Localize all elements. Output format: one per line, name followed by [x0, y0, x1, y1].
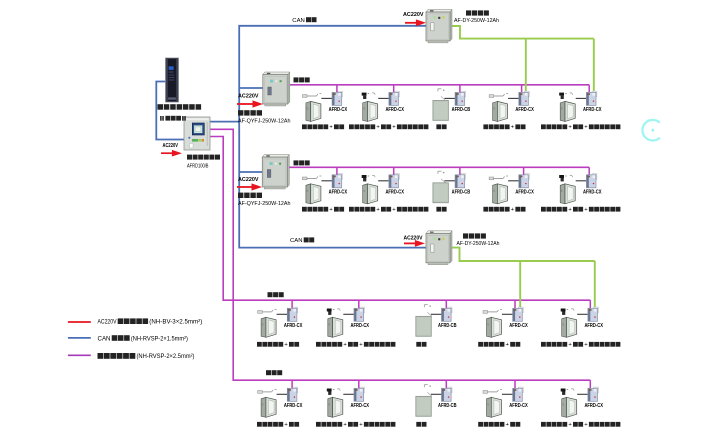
svg-text:AFRD-CX: AFRD-CX [509, 323, 528, 329]
svg-text:AFRD-CB: AFRD-CB [452, 189, 471, 195]
svg-text:AC220V: AC220V [238, 94, 259, 100]
svg-text:(NH-RVSP-2×1.5mm²): (NH-RVSP-2×1.5mm²) [131, 335, 188, 342]
svg-text:+: + [584, 125, 587, 131]
svg-text:+: + [392, 207, 395, 213]
svg-text:+: + [329, 207, 332, 213]
svg-text:+: + [376, 125, 379, 131]
svg-text:CAN: CAN [290, 238, 303, 244]
svg-text:+: + [284, 422, 287, 428]
svg-text:AF-QYFJ-250W-12Ah: AF-QYFJ-250W-12Ah [238, 201, 291, 207]
svg-text:CAN: CAN [292, 18, 305, 24]
svg-text:AC220V: AC220V [238, 177, 259, 183]
svg-text:+: + [343, 422, 346, 428]
svg-text:AFRD-CX: AFRD-CX [385, 107, 404, 113]
svg-text:+: + [584, 207, 587, 213]
svg-text:AFRD100/B: AFRD100/B [187, 164, 209, 170]
svg-text:AFRD-CB: AFRD-CB [438, 323, 457, 329]
svg-text:AFRD-CX: AFRD-CX [284, 403, 303, 409]
svg-text:+: + [359, 342, 362, 348]
svg-text:AC220V: AC220V [163, 143, 179, 149]
svg-text:AF-QYFJ-250W-12Ah: AF-QYFJ-250W-12Ah [238, 118, 291, 124]
svg-text:+: + [506, 342, 509, 348]
svg-text:AFRD-CX: AFRD-CX [351, 403, 370, 409]
svg-text:AFRD-CX: AFRD-CX [583, 107, 602, 113]
svg-text:+: + [584, 422, 587, 428]
svg-text:AFRD-CX: AFRD-CX [584, 403, 603, 409]
svg-text:(NH-RVSP-2×2.5mm²): (NH-RVSP-2×2.5mm²) [137, 353, 195, 360]
svg-text:+: + [584, 342, 587, 348]
svg-text:AFRD-CB: AFRD-CB [452, 107, 471, 113]
svg-text:+: + [506, 422, 509, 428]
svg-text:AFRD-CX: AFRD-CX [329, 107, 348, 113]
svg-text:+: + [329, 125, 332, 131]
svg-text:AFRD-CX: AFRD-CX [329, 189, 348, 195]
svg-text:+: + [568, 207, 571, 213]
svg-text:AFRD-CX: AFRD-CX [584, 323, 603, 329]
svg-text:+: + [511, 125, 514, 131]
svg-text:AFRD-CX: AFRD-CX [583, 189, 602, 195]
svg-text:AFRD-CX: AFRD-CX [515, 107, 534, 113]
svg-text:(NH-BV-3×2.5mm²): (NH-BV-3×2.5mm²) [149, 319, 202, 326]
svg-text:CAN: CAN [98, 335, 111, 342]
svg-text:AFRD-CX: AFRD-CX [515, 189, 534, 195]
svg-text:+: + [511, 207, 514, 213]
svg-text:+: + [284, 342, 287, 348]
svg-text:AF-DY-250W-12Ah: AF-DY-250W-12Ah [457, 241, 500, 247]
svg-text:+: + [568, 125, 571, 131]
svg-text:+: + [359, 422, 362, 428]
svg-text:AC220V: AC220V [98, 319, 118, 326]
svg-text:+: + [568, 422, 571, 428]
svg-text:+: + [376, 207, 379, 213]
svg-text:AFRD-CX: AFRD-CX [351, 323, 370, 329]
svg-text:AFRD-CX: AFRD-CX [284, 323, 303, 329]
svg-text:AFRD-CX: AFRD-CX [385, 189, 404, 195]
svg-text:AC220V: AC220V [403, 12, 424, 18]
svg-text:AFRD-CX: AFRD-CX [509, 403, 528, 409]
svg-text:AF-DY-250W-12Ah: AF-DY-250W-12Ah [454, 18, 499, 24]
svg-text:+: + [392, 125, 395, 131]
svg-text:+: + [343, 342, 346, 348]
svg-text:AC220V: AC220V [404, 235, 424, 241]
svg-text:+: + [568, 342, 571, 348]
svg-text:AFRD-CB: AFRD-CB [438, 403, 457, 409]
